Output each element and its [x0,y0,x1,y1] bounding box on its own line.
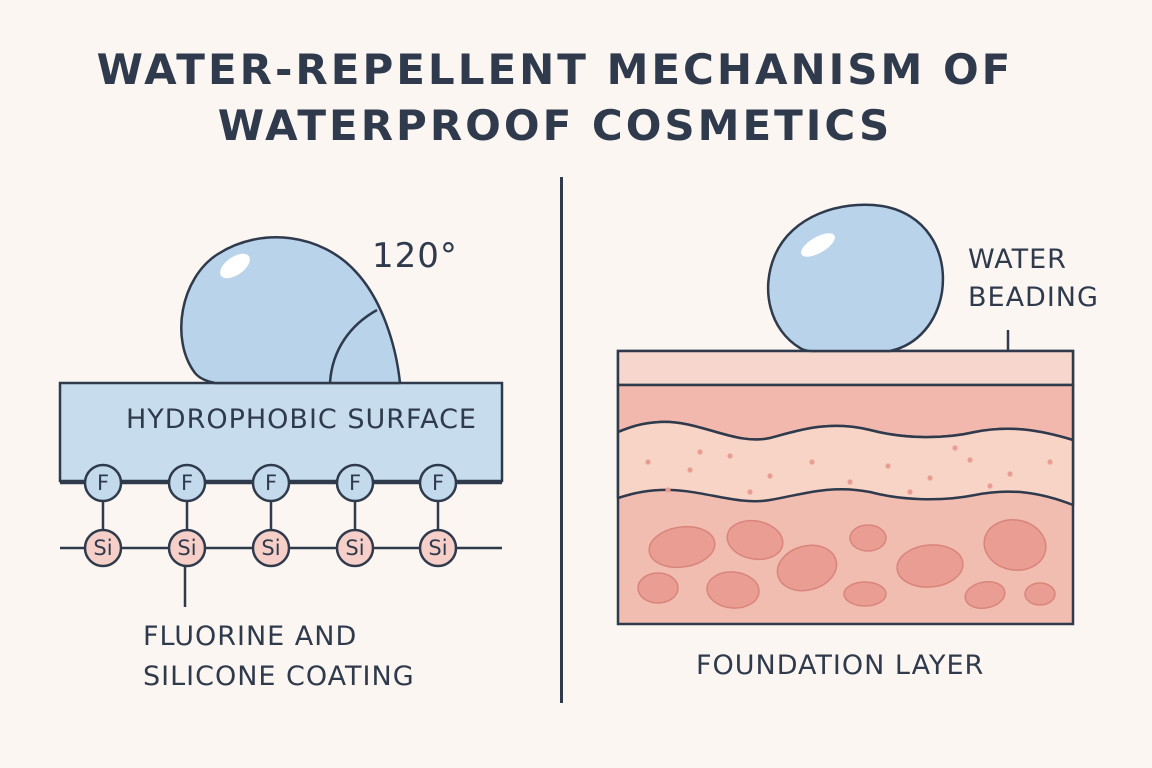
skin-cell [776,544,838,592]
droplet-highlight-left [220,253,250,279]
skin-dot [687,467,693,473]
bead-label-line-2: BEADING [968,282,1099,313]
silicon-atom [83,528,123,568]
skin-dot [809,459,815,465]
skin-particles [645,445,1053,495]
skin-cell [648,525,716,569]
foundation-layer-diagram [616,203,1075,626]
fluorine-atom [83,463,123,503]
skin-dot [952,445,958,451]
coating-label-line-1: FLUORINE AND [143,621,358,652]
skin-dot [1007,471,1013,477]
silicon-atom-label: Si [93,536,112,560]
fluorine-atom [418,463,458,503]
skin-dot [885,463,891,469]
skin-cell [964,580,1006,610]
fluorine-atom-label: F [97,471,109,495]
skin-dot [727,453,733,459]
skin-dot [747,489,753,495]
silicon-atom-label: Si [345,536,364,560]
skin-dot [645,459,651,465]
skin-dot [987,483,993,489]
title-line-2: WATERPROOF COSMETICS [217,101,893,150]
hydrophobic-surface-label: HYDROPHOBIC SURFACE [126,404,477,435]
skin-cell [637,572,679,604]
skin-cell [726,519,784,561]
middle-skin-layer [616,420,1075,507]
title-line-1: WATER-REPELLENT MECHANISM OF [96,45,1014,94]
skin-cell [1024,582,1056,606]
skin-dot [665,487,671,493]
silicon-atom-label: Si [261,536,280,560]
silicon-atom [167,528,207,568]
skin-dot [907,489,913,495]
skin-cells [637,519,1056,610]
fluorine-atom-label: F [349,471,361,495]
silicon-atom [335,528,375,568]
diagram-title: WATER-REPELLENT MECHANISM OF WATERPROOF … [0,42,1110,154]
skin-cell [706,571,760,609]
fluorine-atom-label: F [432,471,444,495]
skin-dot [967,457,973,463]
silicon-atom [251,528,291,568]
skin-cell [896,544,964,588]
droplet-highlight-right [801,233,835,257]
contact-angle-arc [328,308,378,384]
coating-label-line-2: SILICONE COATING [143,661,415,692]
skin-dot [927,475,933,481]
fluorine-silicone-molecules: F Si F Si F Si F Si F Si [60,463,502,607]
panel-divider [560,177,563,703]
hydrophobic-surface-diagram: F Si F Si F Si F Si F Si [58,236,504,607]
skin-cell [843,581,887,607]
fluorine-atom-label: F [181,471,193,495]
water-bead-right [766,203,945,353]
bead-label-line-1: WATER [968,244,1067,275]
skin-dot [1047,459,1053,465]
skin-cell [983,519,1047,571]
skin-dot [847,479,853,485]
silicon-atom-label: Si [177,536,196,560]
fluorine-atom [251,463,291,503]
skin-dot [697,449,703,455]
silicon-atom [418,528,458,568]
fluorine-atom-label: F [265,471,277,495]
water-beading-label: WATER BEADING [968,241,1099,317]
foundation-layer-label: FOUNDATION LAYER [696,650,985,681]
contact-angle-label: 120° [372,236,458,276]
skin-dot [767,473,773,479]
water-droplet-left [180,236,402,385]
fluorine-atom [167,463,207,503]
foundation-film [616,349,1075,387]
silicon-atom-label: Si [428,536,447,560]
fluorine-atom [335,463,375,503]
coating-label: FLUORINE AND SILICONE COATING [143,617,415,697]
skin-cell [849,524,887,552]
